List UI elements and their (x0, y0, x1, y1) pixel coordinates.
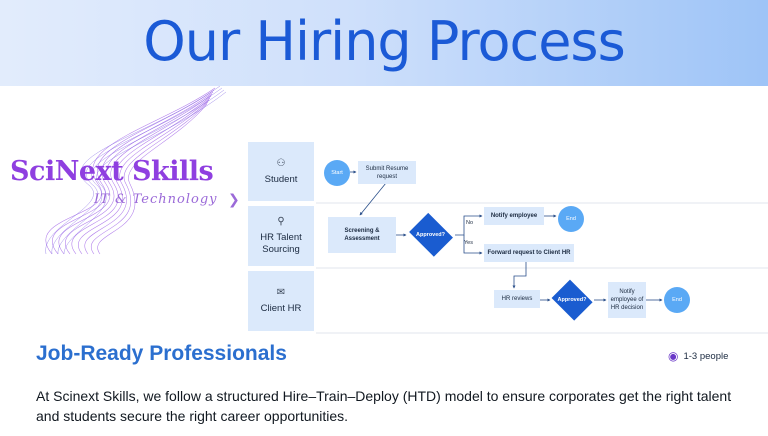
approval-label: Approved? (557, 297, 587, 303)
person-icon: ⚲ (277, 216, 285, 227)
end-node-2: End (664, 287, 690, 313)
logo-tagline: IT & Technology (94, 192, 218, 207)
hr-reviews-node: HR reviews (494, 290, 540, 308)
hiring-flowchart: ⚇ Student ⚲ HR Talent Sourcing ✉ Client … (248, 140, 768, 334)
flow-connectors (350, 170, 663, 302)
approval-decision-1: Approved? (406, 216, 455, 254)
header-banner: Our Hiring Process (0, 0, 768, 86)
end-label: End (566, 216, 576, 222)
section-subtitle: Job-Ready Professionals (36, 342, 287, 365)
screening-label: Screening & Assessment (344, 228, 380, 242)
edge-label-yes: Yes (464, 240, 473, 246)
screening-node: Screening & Assessment (328, 217, 396, 253)
notify-decision-label: Notify employee of HR decision (610, 289, 644, 311)
end-node-1: End (558, 206, 584, 232)
page-title: Our Hiring Process (143, 10, 625, 73)
lane-client-hr: ✉ Client HR (248, 271, 314, 331)
notify-decision-node: Notify employee of HR decision (608, 282, 646, 318)
lane-label: HR Talent Sourcing (260, 232, 302, 255)
chat-icon: ✉ (276, 287, 286, 298)
people-count: ◉ 1-3 people (668, 349, 728, 363)
logo-swoosh (45, 86, 227, 255)
start-node: Start (324, 160, 350, 186)
user-circle-icon: ◉ (668, 349, 679, 363)
start-label: Start (331, 170, 343, 176)
swimlane-grid (316, 202, 768, 334)
lane-hr-talent-sourcing: ⚲ HR Talent Sourcing (248, 206, 314, 266)
notify-employee-label: Notify employee (490, 213, 538, 219)
people-count-text: 1-3 people (683, 350, 729, 362)
edge-label-no: No (466, 220, 474, 226)
chevron-right-icon: ❯ (228, 192, 240, 208)
submit-resume-node: Submit Resume request (358, 161, 416, 184)
lane-label: Client HR (260, 303, 302, 314)
forward-request-node: Forward request to Client HR (484, 244, 574, 262)
hr-reviews-label: HR reviews (501, 296, 533, 302)
lane-label: Student (264, 173, 298, 185)
logo-name: SciNext Skills (10, 156, 214, 187)
approval-decision-2: Approved? (550, 282, 594, 318)
end-label: End (672, 297, 682, 303)
submit-resume-label: Submit Resume request (365, 165, 409, 180)
forward-request-label: Forward request to Client HR (487, 250, 571, 256)
approval-label: Approved? (415, 232, 446, 238)
notify-employee-node: Notify employee (484, 207, 544, 225)
lane-student: ⚇ Student (248, 142, 314, 201)
description-text: At Scinext Skills, we follow a structure… (36, 388, 732, 424)
group-icon: ⚇ (276, 157, 286, 169)
